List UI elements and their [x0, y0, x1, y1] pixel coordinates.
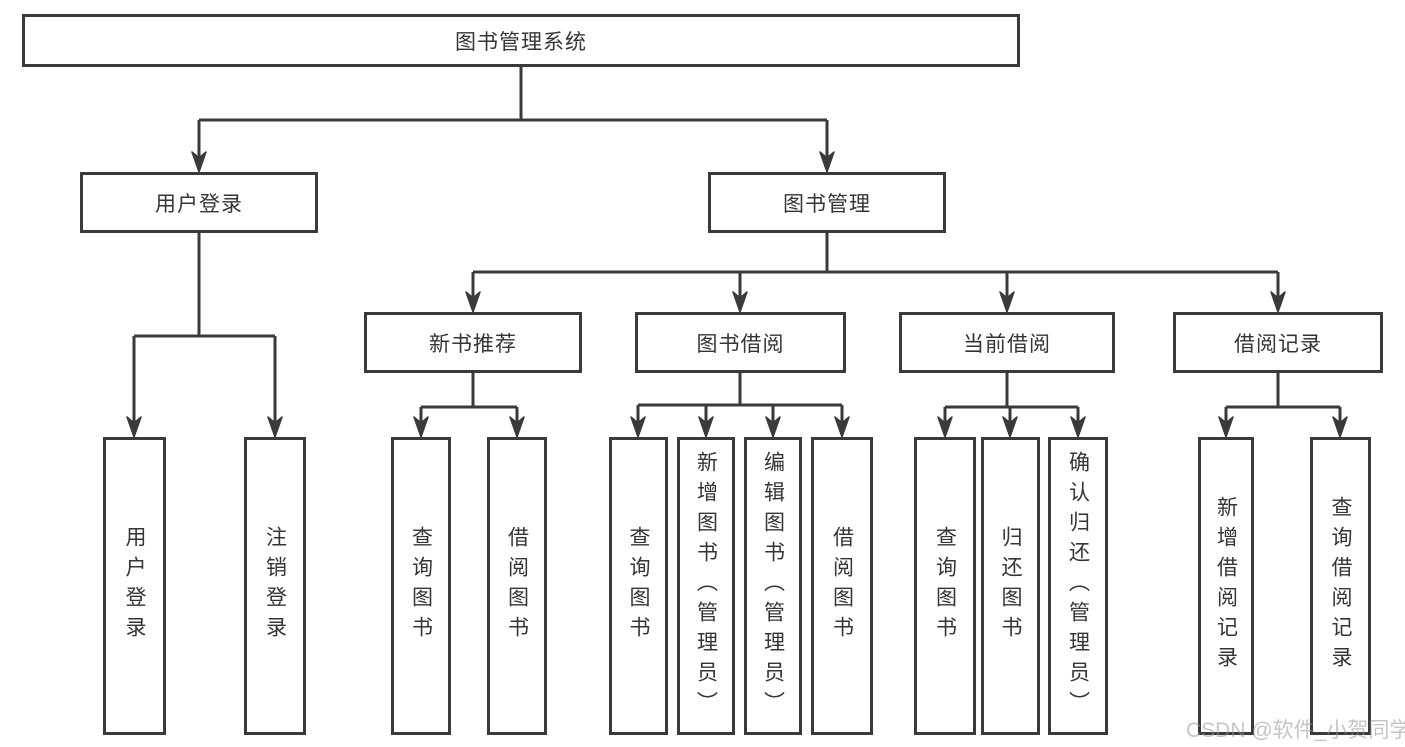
node-current-borrowing: 当前借阅 [899, 312, 1115, 373]
node-user-login-module: 用户登录 [80, 172, 318, 233]
leaf-bb-add-books-admin: 新增图书（管理员） [677, 437, 735, 735]
node-borrowing-records: 借阅记录 [1173, 312, 1383, 373]
leaf-rec-query-books: 查询图书 [391, 437, 451, 735]
leaf-label: 借阅图书 [830, 526, 854, 646]
node-new-book-recommendation: 新书推荐 [364, 312, 582, 373]
node-root-system: 图书管理系统 [22, 14, 1020, 67]
leaf-bb-borrow-books: 借阅图书 [811, 437, 873, 735]
leaf-rec-borrow-books: 借阅图书 [487, 437, 547, 735]
leaf-cb-return-books: 归还图书 [981, 437, 1040, 735]
leaf-cb-confirm-return-admin: 确认归还（管理员） [1048, 437, 1108, 735]
leaf-br-query-record: 查询借阅记录 [1310, 437, 1371, 735]
leaf-user-login: 用户登录 [103, 437, 166, 735]
leaf-label: 查询图书 [627, 526, 650, 646]
leaf-label: 查询借阅记录 [1329, 496, 1352, 676]
node-book-borrowing: 图书借阅 [635, 312, 846, 373]
leaf-bb-edit-books-admin: 编辑图书（管理员） [744, 437, 802, 735]
leaf-bb-query-books: 查询图书 [609, 437, 668, 735]
leaf-br-add-record: 新增借阅记录 [1198, 437, 1254, 735]
leaf-label: 新增借阅记录 [1214, 496, 1238, 676]
leaf-label: 借阅图书 [505, 526, 529, 646]
leaf-logout: 注销登录 [244, 437, 306, 735]
node-book-management-module: 图书管理 [708, 172, 946, 233]
leaf-label: 确认归还（管理员） [1066, 451, 1090, 721]
leaf-label: 编辑图书（管理员） [761, 451, 785, 721]
leaf-label: 用户登录 [123, 526, 146, 646]
csdn-watermark: CSDN @软件_小贺同学 [1186, 719, 1405, 742]
leaf-cb-query-books: 查询图书 [914, 437, 976, 735]
leaf-label: 查询图书 [409, 526, 433, 646]
leaf-label: 查询图书 [933, 526, 957, 646]
leaf-label: 归还图书 [999, 526, 1022, 646]
leaf-label: 新增图书（管理员） [694, 451, 718, 721]
leaf-label: 注销登录 [263, 526, 287, 646]
